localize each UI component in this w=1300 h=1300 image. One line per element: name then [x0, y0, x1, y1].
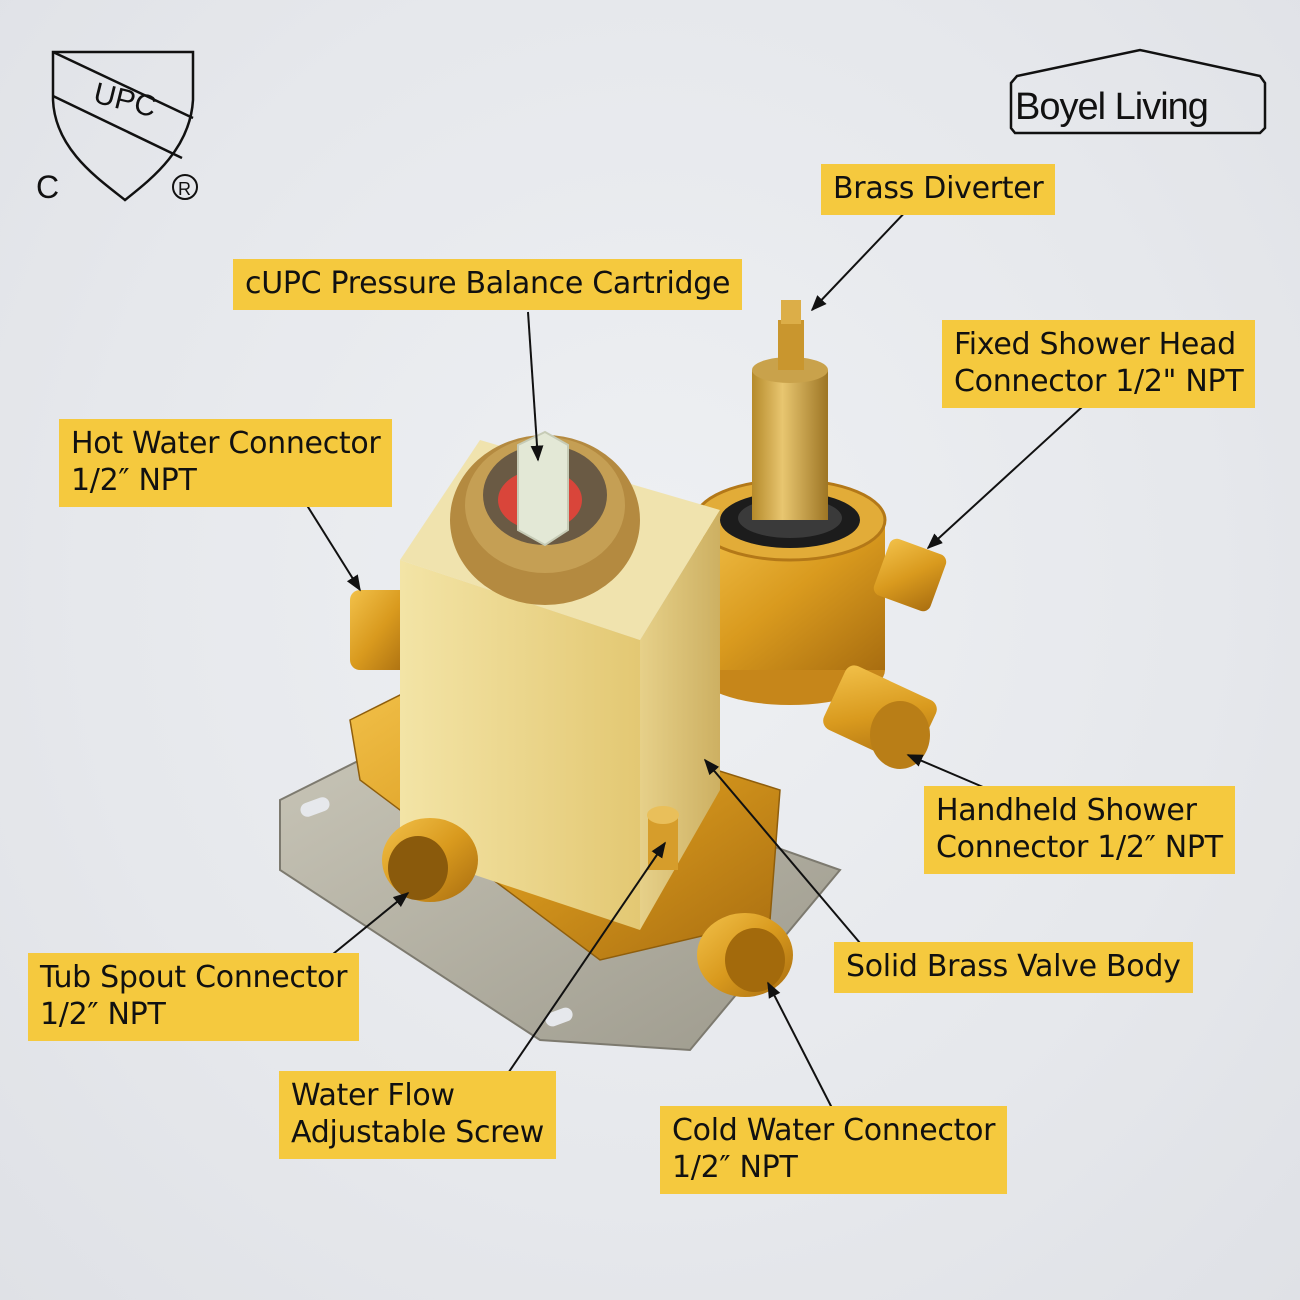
callout-text: Hot Water Connector [71, 426, 381, 461]
callout-text: Fixed Shower Head [954, 327, 1236, 362]
callout-water-flow-adjustable-screw: Water Flow Adjustable Screw [279, 1071, 556, 1159]
callout-brass-diverter: Brass Diverter [821, 164, 1056, 215]
callout-hot-water-connector: Hot Water Connector 1/2″ NPT [59, 419, 393, 507]
callout-text: cUPC Pressure Balance Cartridge [245, 266, 731, 301]
callout-text: 1/2″ NPT [672, 1150, 798, 1185]
callout-text: Handheld Shower [936, 793, 1197, 828]
callout-text: Water Flow [291, 1078, 455, 1113]
callout-text: Tub Spout Connector [40, 960, 348, 995]
callout-solid-brass-valve-body: Solid Brass Valve Body [834, 942, 1193, 993]
brand-logo: Boyel Living [1005, 48, 1270, 138]
callout-text: Cold Water Connector [672, 1113, 996, 1148]
callout-text: Connector 1/2″ NPT [936, 830, 1223, 865]
callout-text: Connector 1/2" NPT [954, 364, 1244, 399]
callout-fixed-shower-head-connector: Fixed Shower Head Connector 1/2" NPT [942, 320, 1256, 408]
brand-name: Boyel Living [1015, 86, 1209, 128]
registered-mark: R [178, 179, 191, 199]
callout-handheld-shower-connector: Handheld Shower Connector 1/2″ NPT [924, 786, 1235, 874]
callout-text: Adjustable Screw [291, 1115, 544, 1150]
callout-cold-water-connector: Cold Water Connector 1/2″ NPT [660, 1106, 1008, 1194]
shield-icon [51, 50, 195, 202]
callout-text: Solid Brass Valve Body [846, 949, 1181, 984]
callout-pressure-balance-cartridge: cUPC Pressure Balance Cartridge [233, 259, 743, 310]
callout-text: 1/2″ NPT [71, 463, 197, 498]
callout-tub-spout-connector: Tub Spout Connector 1/2″ NPT [28, 953, 360, 1041]
cupc-certification-logo: UPC C R [36, 50, 198, 205]
c-mark: C [36, 169, 59, 205]
callout-text: Brass Diverter [833, 171, 1044, 206]
house-outline-icon [1009, 48, 1267, 135]
callout-text: 1/2″ NPT [40, 997, 166, 1032]
leader-lines [302, 205, 1083, 1109]
